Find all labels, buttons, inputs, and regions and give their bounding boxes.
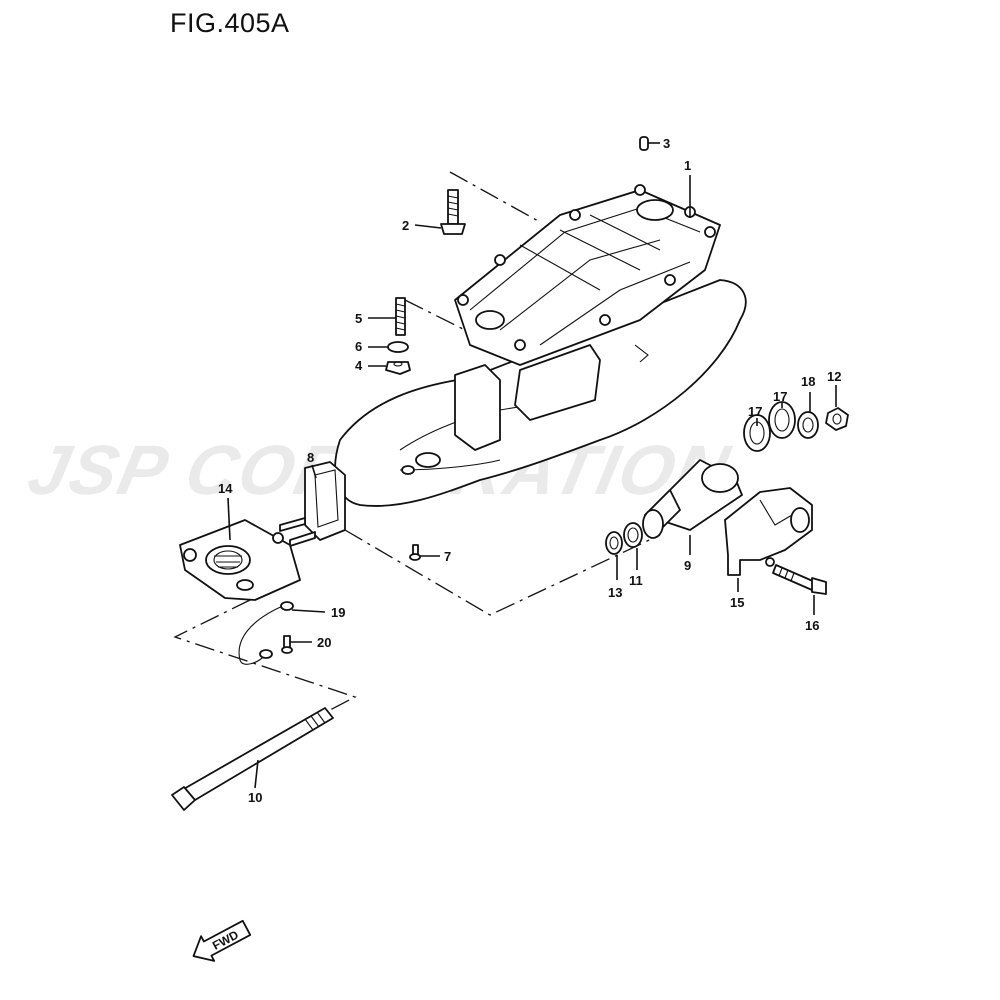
callout-6: 6 xyxy=(355,339,362,354)
callout-17a: 17 xyxy=(748,404,762,419)
callout-5: 5 xyxy=(355,311,362,326)
part-14-bracket xyxy=(179,519,301,601)
leader-lines xyxy=(227,142,837,789)
part-13-washer xyxy=(605,531,623,555)
part-12-nut xyxy=(825,407,849,431)
fwd-arrow-icon: FWD xyxy=(192,919,252,962)
part-4-nut xyxy=(385,361,411,375)
part-6-washer xyxy=(387,341,409,353)
part-7-screw xyxy=(409,544,421,561)
callout-labels: 1 2 3 4 5 6 7 8 9 10 11 12 13 14 15 16 1… xyxy=(218,136,841,805)
part-15-clamp xyxy=(724,487,813,576)
part-10-shaft xyxy=(171,707,334,811)
callout-16: 16 xyxy=(805,618,819,633)
callout-9: 9 xyxy=(684,558,691,573)
callout-7: 7 xyxy=(444,549,451,564)
part-1-housing xyxy=(334,184,747,507)
callout-11: 11 xyxy=(629,573,643,588)
callout-20: 20 xyxy=(317,635,331,650)
assembly-lines xyxy=(173,171,661,711)
part-17-seal-a xyxy=(743,414,771,452)
figure-title: FIG.405A xyxy=(170,8,290,38)
part-17-seal-b xyxy=(768,401,796,439)
callout-14: 14 xyxy=(218,481,233,496)
part-11-washer xyxy=(623,522,643,548)
part-16-bolt xyxy=(772,564,827,595)
part-19-terminal xyxy=(280,601,294,611)
part-18-washer xyxy=(797,411,819,439)
part-19-terminal-end xyxy=(259,649,273,659)
callout-4: 4 xyxy=(355,358,363,373)
part-2-bolt xyxy=(440,189,466,235)
callout-10: 10 xyxy=(248,790,262,805)
part-9-sleeve xyxy=(642,459,743,539)
callout-19: 19 xyxy=(331,605,345,620)
part-5-stud xyxy=(395,297,406,336)
callout-12: 12 xyxy=(827,369,841,384)
part-8-sensor xyxy=(279,461,346,547)
callout-18: 18 xyxy=(801,374,815,389)
callout-17b: 17 xyxy=(773,389,787,404)
callout-8: 8 xyxy=(307,450,314,465)
part-20-screw xyxy=(281,635,293,654)
callout-1: 1 xyxy=(684,158,691,173)
part-3-pin xyxy=(639,136,649,151)
callout-3: 3 xyxy=(663,136,670,151)
part-19-wire xyxy=(238,604,286,665)
callout-13: 13 xyxy=(608,585,622,600)
callout-15: 15 xyxy=(730,595,744,610)
callout-2: 2 xyxy=(402,218,409,233)
